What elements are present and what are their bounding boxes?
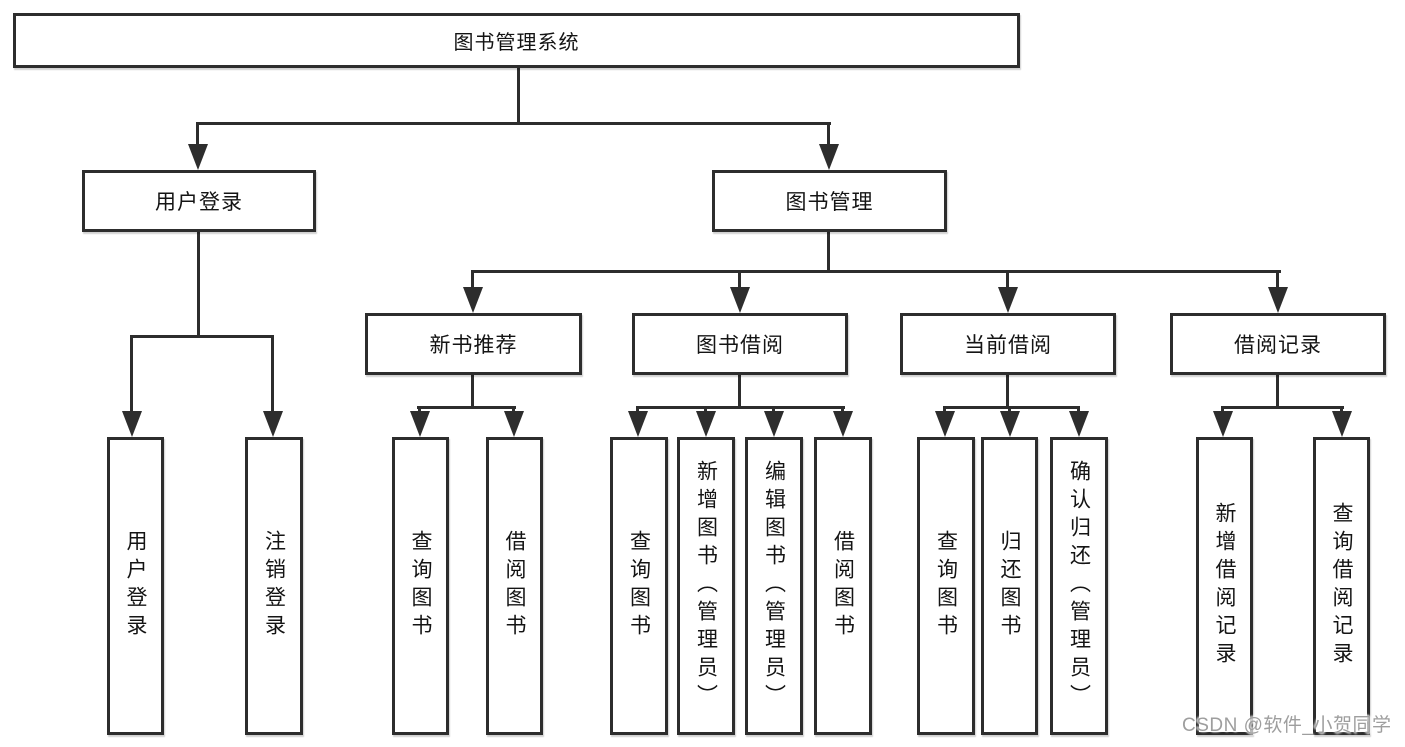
node-label: 借阅图书 (831, 530, 855, 642)
arrow-down-icon (628, 411, 648, 437)
leaf-add-borrow-record: 新增借阅记录 (1196, 437, 1253, 735)
connector-stem (704, 406, 707, 415)
node-new-book-recommend: 新书推荐 (365, 313, 582, 375)
node-book-management: 图书管理 (712, 170, 947, 232)
connector-stem (1077, 406, 1080, 415)
arrow-down-icon (730, 287, 750, 313)
arrow-down-icon (696, 411, 716, 437)
csdn-watermark: CSDN @软件_小贺同学 (1182, 715, 1392, 736)
connector-stem (197, 232, 200, 338)
leaf-borrow-book-2: 借阅图书 (814, 437, 872, 735)
connector-stem (827, 122, 830, 148)
leaf-logout: 注销登录 (245, 437, 303, 735)
node-label: 用户登录 (155, 191, 243, 214)
leaf-return-book: 归还图书 (981, 437, 1038, 735)
connector-stem (943, 406, 946, 415)
connector-stem (1276, 375, 1279, 409)
connector-stem (512, 406, 515, 415)
connector-borrow-group (636, 406, 845, 409)
node-label: 当前借阅 (964, 334, 1052, 357)
node-label: 借阅记录 (1234, 334, 1322, 357)
node-borrow-record: 借阅记录 (1170, 313, 1386, 375)
connector-stem (772, 406, 775, 415)
node-book-borrow: 图书借阅 (632, 313, 848, 375)
connector-record-group (1221, 406, 1344, 409)
node-label: 查询图书 (409, 530, 432, 642)
arrow-down-icon (463, 287, 483, 313)
leaf-borrow-book-1: 借阅图书 (486, 437, 543, 735)
node-label: 查询借阅记录 (1330, 502, 1353, 670)
leaf-query-book-3: 查询图书 (917, 437, 975, 735)
connector-stem (1276, 270, 1279, 291)
connector-stem (130, 335, 133, 415)
node-label: 归还图书 (998, 530, 1021, 642)
node-user-login: 用户登录 (82, 170, 316, 232)
arrow-down-icon (935, 411, 955, 437)
leaf-query-borrow-record: 查询借阅记录 (1313, 437, 1370, 735)
connector-user-login-group (130, 335, 274, 338)
connector-stem (271, 335, 274, 415)
connector-stem (1008, 406, 1011, 415)
arrow-down-icon (1332, 411, 1352, 437)
arrow-down-icon (410, 411, 430, 437)
node-label: 用户登录 (124, 530, 147, 642)
leaf-edit-book-admin: 编辑图书（管理员） (745, 437, 803, 735)
node-label: 查询图书 (934, 530, 958, 642)
node-label: 注销登录 (262, 530, 286, 642)
arrow-down-icon (998, 287, 1018, 313)
arrow-down-icon (1000, 411, 1020, 437)
arrow-down-icon (1268, 287, 1288, 313)
node-label: 新增借阅记录 (1213, 502, 1236, 670)
arrow-down-icon (819, 144, 839, 170)
node-label: 新增图书（管理员） (694, 460, 718, 712)
node-label: 借阅图书 (503, 530, 526, 642)
arrow-down-icon (1069, 411, 1089, 437)
connector-stem (636, 406, 639, 415)
connector-new-book-group (417, 406, 516, 409)
arrow-down-icon (1213, 411, 1233, 437)
arrow-down-icon (764, 411, 784, 437)
arrow-down-icon (188, 144, 208, 170)
leaf-user-login: 用户登录 (107, 437, 164, 735)
node-label: 图书借阅 (696, 334, 784, 357)
arrow-down-icon (122, 411, 142, 437)
leaf-query-book-2: 查询图书 (610, 437, 668, 735)
node-label: 编辑图书（管理员） (762, 460, 786, 712)
node-label: 图书管理 (785, 191, 874, 214)
connector-level2 (196, 122, 831, 125)
node-label: 查询图书 (627, 530, 651, 642)
leaf-confirm-return-admin: 确认归还（管理员） (1050, 437, 1108, 735)
connector-stem (1221, 406, 1224, 415)
node-label: 确认归还（管理员） (1067, 460, 1091, 712)
arrow-down-icon (263, 411, 283, 437)
connector-stem (471, 375, 474, 409)
arrow-down-icon (833, 411, 853, 437)
node-current-borrow: 当前借阅 (900, 313, 1116, 375)
node-root: 图书管理系统 (13, 13, 1020, 68)
connector-trunk (517, 65, 520, 122)
connector-stem (738, 375, 741, 409)
node-label: 新书推荐 (429, 334, 518, 357)
connector-current-group (943, 406, 1080, 409)
connector-stem (1006, 375, 1009, 409)
connector-stem (471, 270, 474, 291)
connector-stem (1340, 406, 1343, 415)
connector-stem (841, 406, 844, 415)
connector-stem (418, 406, 421, 415)
node-label: 图书管理系统 (453, 32, 580, 54)
connector-level3 (471, 270, 1281, 273)
connector-stem (1006, 270, 1009, 291)
connector-stem (827, 232, 830, 273)
leaf-query-book-1: 查询图书 (392, 437, 449, 735)
connector-stem (196, 122, 199, 148)
arrow-down-icon (504, 411, 524, 437)
connector-stem (738, 270, 741, 291)
leaf-add-book-admin: 新增图书（管理员） (677, 437, 735, 735)
